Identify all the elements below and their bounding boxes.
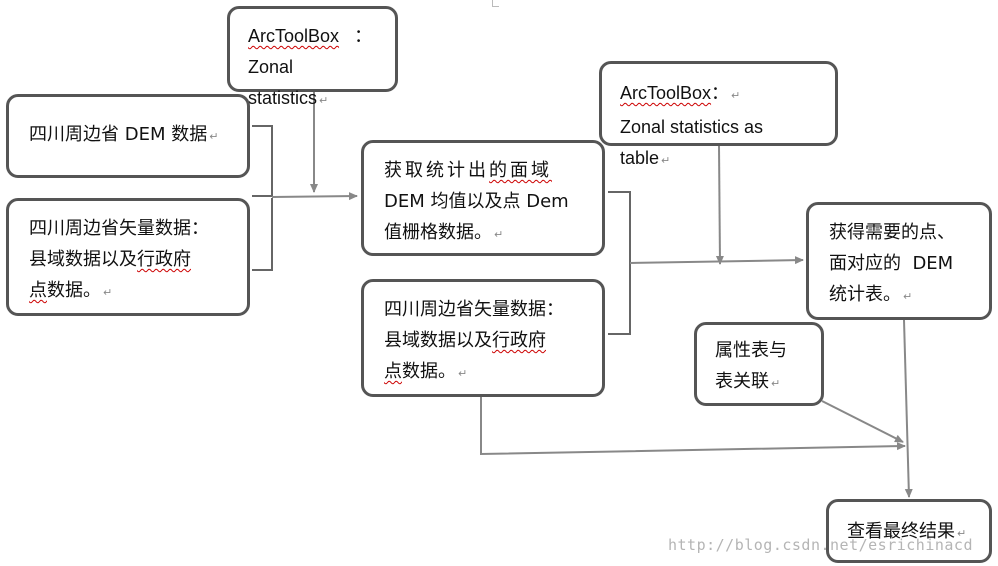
- colon: ：: [711, 83, 730, 103]
- node-zonal-result: 获取统计出的面域 DEM 均值以及点 Dem 值栅格数据。↵: [361, 140, 605, 256]
- vector-mid-line3a: 点: [384, 361, 402, 382]
- final-result-text: 查看最终结果: [847, 521, 955, 542]
- return-icon: ↵: [494, 228, 504, 241]
- vector-left-line2a: 县域数据以及: [29, 249, 137, 270]
- node-dem-data: 四川周边省 DEM 数据↵: [6, 94, 250, 178]
- zonal-result-line3: 值栅格数据。: [384, 222, 492, 243]
- return-icon: ↵: [661, 155, 671, 167]
- vector-left-line1: 四川周边省矢量数据：: [29, 218, 209, 239]
- return-icon: ↵: [319, 95, 329, 107]
- arrow-to-zonal-result: [271, 192, 358, 201]
- bracket-mid: [608, 191, 631, 335]
- watermark: http://blog.csdn.net/esrichinacd: [668, 536, 973, 554]
- vector-mid-line2b: 行政府: [492, 330, 546, 351]
- arrow-to-stats-table: [629, 256, 804, 265]
- return-icon: ↵: [771, 377, 781, 390]
- vector-mid-line3b: 数据。: [402, 361, 456, 382]
- return-icon: ↵: [458, 367, 468, 380]
- arrow-attr-join: [821, 400, 904, 443]
- tool-function: Zonal statistics: [248, 57, 318, 108]
- node-vector-data-mid: 四川周边省矢量数据： 县域数据以及行政府 点数据。↵: [361, 279, 605, 397]
- tool-name: ArcToolBox: [620, 83, 712, 103]
- zonal-result-line2: DEM 均值以及点 Dem: [384, 191, 569, 212]
- node-tool-zonal-statistics: ArcToolBox ： Zonal statistics↵: [227, 6, 398, 108]
- stats-table-line1: 获得需要的点、: [829, 222, 955, 243]
- tool-function: Zonal statistics as table: [620, 117, 764, 168]
- node-stats-table: 获得需要的点、 面对应的 DEM 统计表。↵: [806, 202, 992, 320]
- vector-mid-line1: 四川周边省矢量数据：: [384, 299, 564, 320]
- return-icon: ↵: [957, 527, 967, 540]
- zonal-result-line1b: 的面域: [489, 160, 552, 181]
- bracket-left-2: [252, 198, 273, 271]
- node-final-result: 查看最终结果↵: [826, 499, 992, 563]
- dem-data-text: 四川周边省 DEM 数据: [29, 124, 208, 145]
- return-icon: ↵: [103, 286, 113, 299]
- vector-left-line2b: 行政府: [137, 249, 191, 270]
- vector-left-line3b: 数据。: [47, 280, 101, 301]
- stats-table-line3: 统计表。: [829, 284, 901, 305]
- arrow-to-final: [903, 319, 913, 498]
- stats-table-line2: 面对应的 DEM: [829, 253, 954, 274]
- bracket-left: [252, 125, 273, 197]
- return-icon: ↵: [731, 90, 741, 102]
- return-icon: ↵: [903, 290, 913, 303]
- node-attribute-join: 属性表与 表关联↵: [694, 322, 824, 406]
- line-vector-mid-down: [480, 397, 906, 456]
- attr-join-line2: 表关联: [715, 371, 769, 392]
- return-icon: ↵: [209, 130, 219, 143]
- colon: ：: [354, 26, 373, 46]
- tool-name: ArcToolBox: [248, 26, 340, 46]
- vector-mid-line2a: 县域数据以及: [384, 330, 492, 351]
- node-tool-zonal-statistics-table: ArcToolBox：↵ Zonal statistics as table↵: [599, 61, 838, 168]
- node-vector-data-left: 四川周边省矢量数据： 县域数据以及行政府 点数据。↵: [6, 198, 250, 316]
- zonal-result-line1a: 获取统计出: [384, 160, 489, 181]
- crop-mark: [492, 0, 499, 7]
- arrow-tool-zonal-table: [715, 145, 724, 265]
- attr-join-line1: 属性表与: [715, 340, 787, 361]
- vector-left-line3a: 点: [29, 280, 47, 301]
